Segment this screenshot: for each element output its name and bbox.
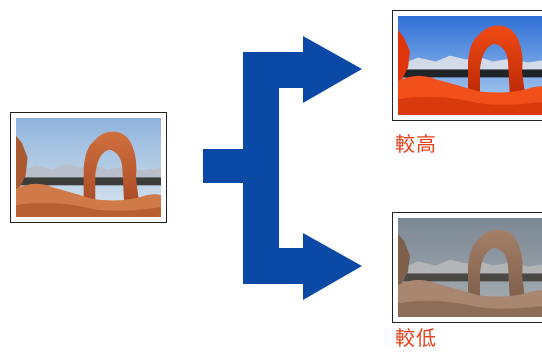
landscape-arch-photo-low-saturation-icon	[398, 218, 542, 317]
landscape-arch-photo-icon	[16, 118, 161, 217]
high-caption: 較高	[395, 132, 437, 156]
arrow-shape	[203, 36, 362, 300]
original-photo-frame	[10, 112, 167, 223]
landscape-arch-photo-high-saturation-icon	[398, 16, 542, 115]
high-photo-frame	[392, 10, 542, 121]
low-caption: 較低	[395, 326, 437, 350]
low-photo-frame	[392, 212, 542, 323]
